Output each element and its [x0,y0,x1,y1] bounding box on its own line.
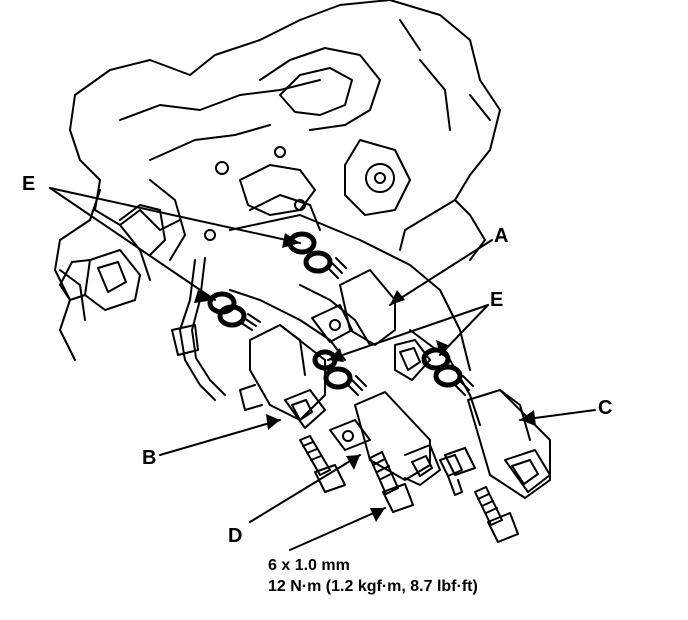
solenoid-c [421,347,551,499]
transmission-housing [54,0,501,361]
valve-body [229,194,481,426]
bolt-spec-size: 6 x 1.0 mm [268,557,350,574]
leader-lines [49,187,596,551]
callout-d: D [228,525,243,547]
callout-e-left: E [22,173,36,195]
callout-b: B [142,447,157,469]
wire-harness [171,257,226,401]
callout-c: C [598,397,613,419]
callout-e-right: E [490,289,504,311]
bolt-left [299,435,346,493]
bolt-spec-torque: 12 N·m (1.2 kgf·m, 8.7 lbf·ft) [268,578,478,595]
bolt-right [474,486,519,543]
callout-a: A [494,225,509,247]
harness-connector-left [59,204,166,311]
leader-arrowheads [194,233,536,522]
solenoid-b [207,291,326,429]
bolt-center [369,451,414,513]
clip-right [439,454,463,496]
solenoid-a [287,231,431,381]
